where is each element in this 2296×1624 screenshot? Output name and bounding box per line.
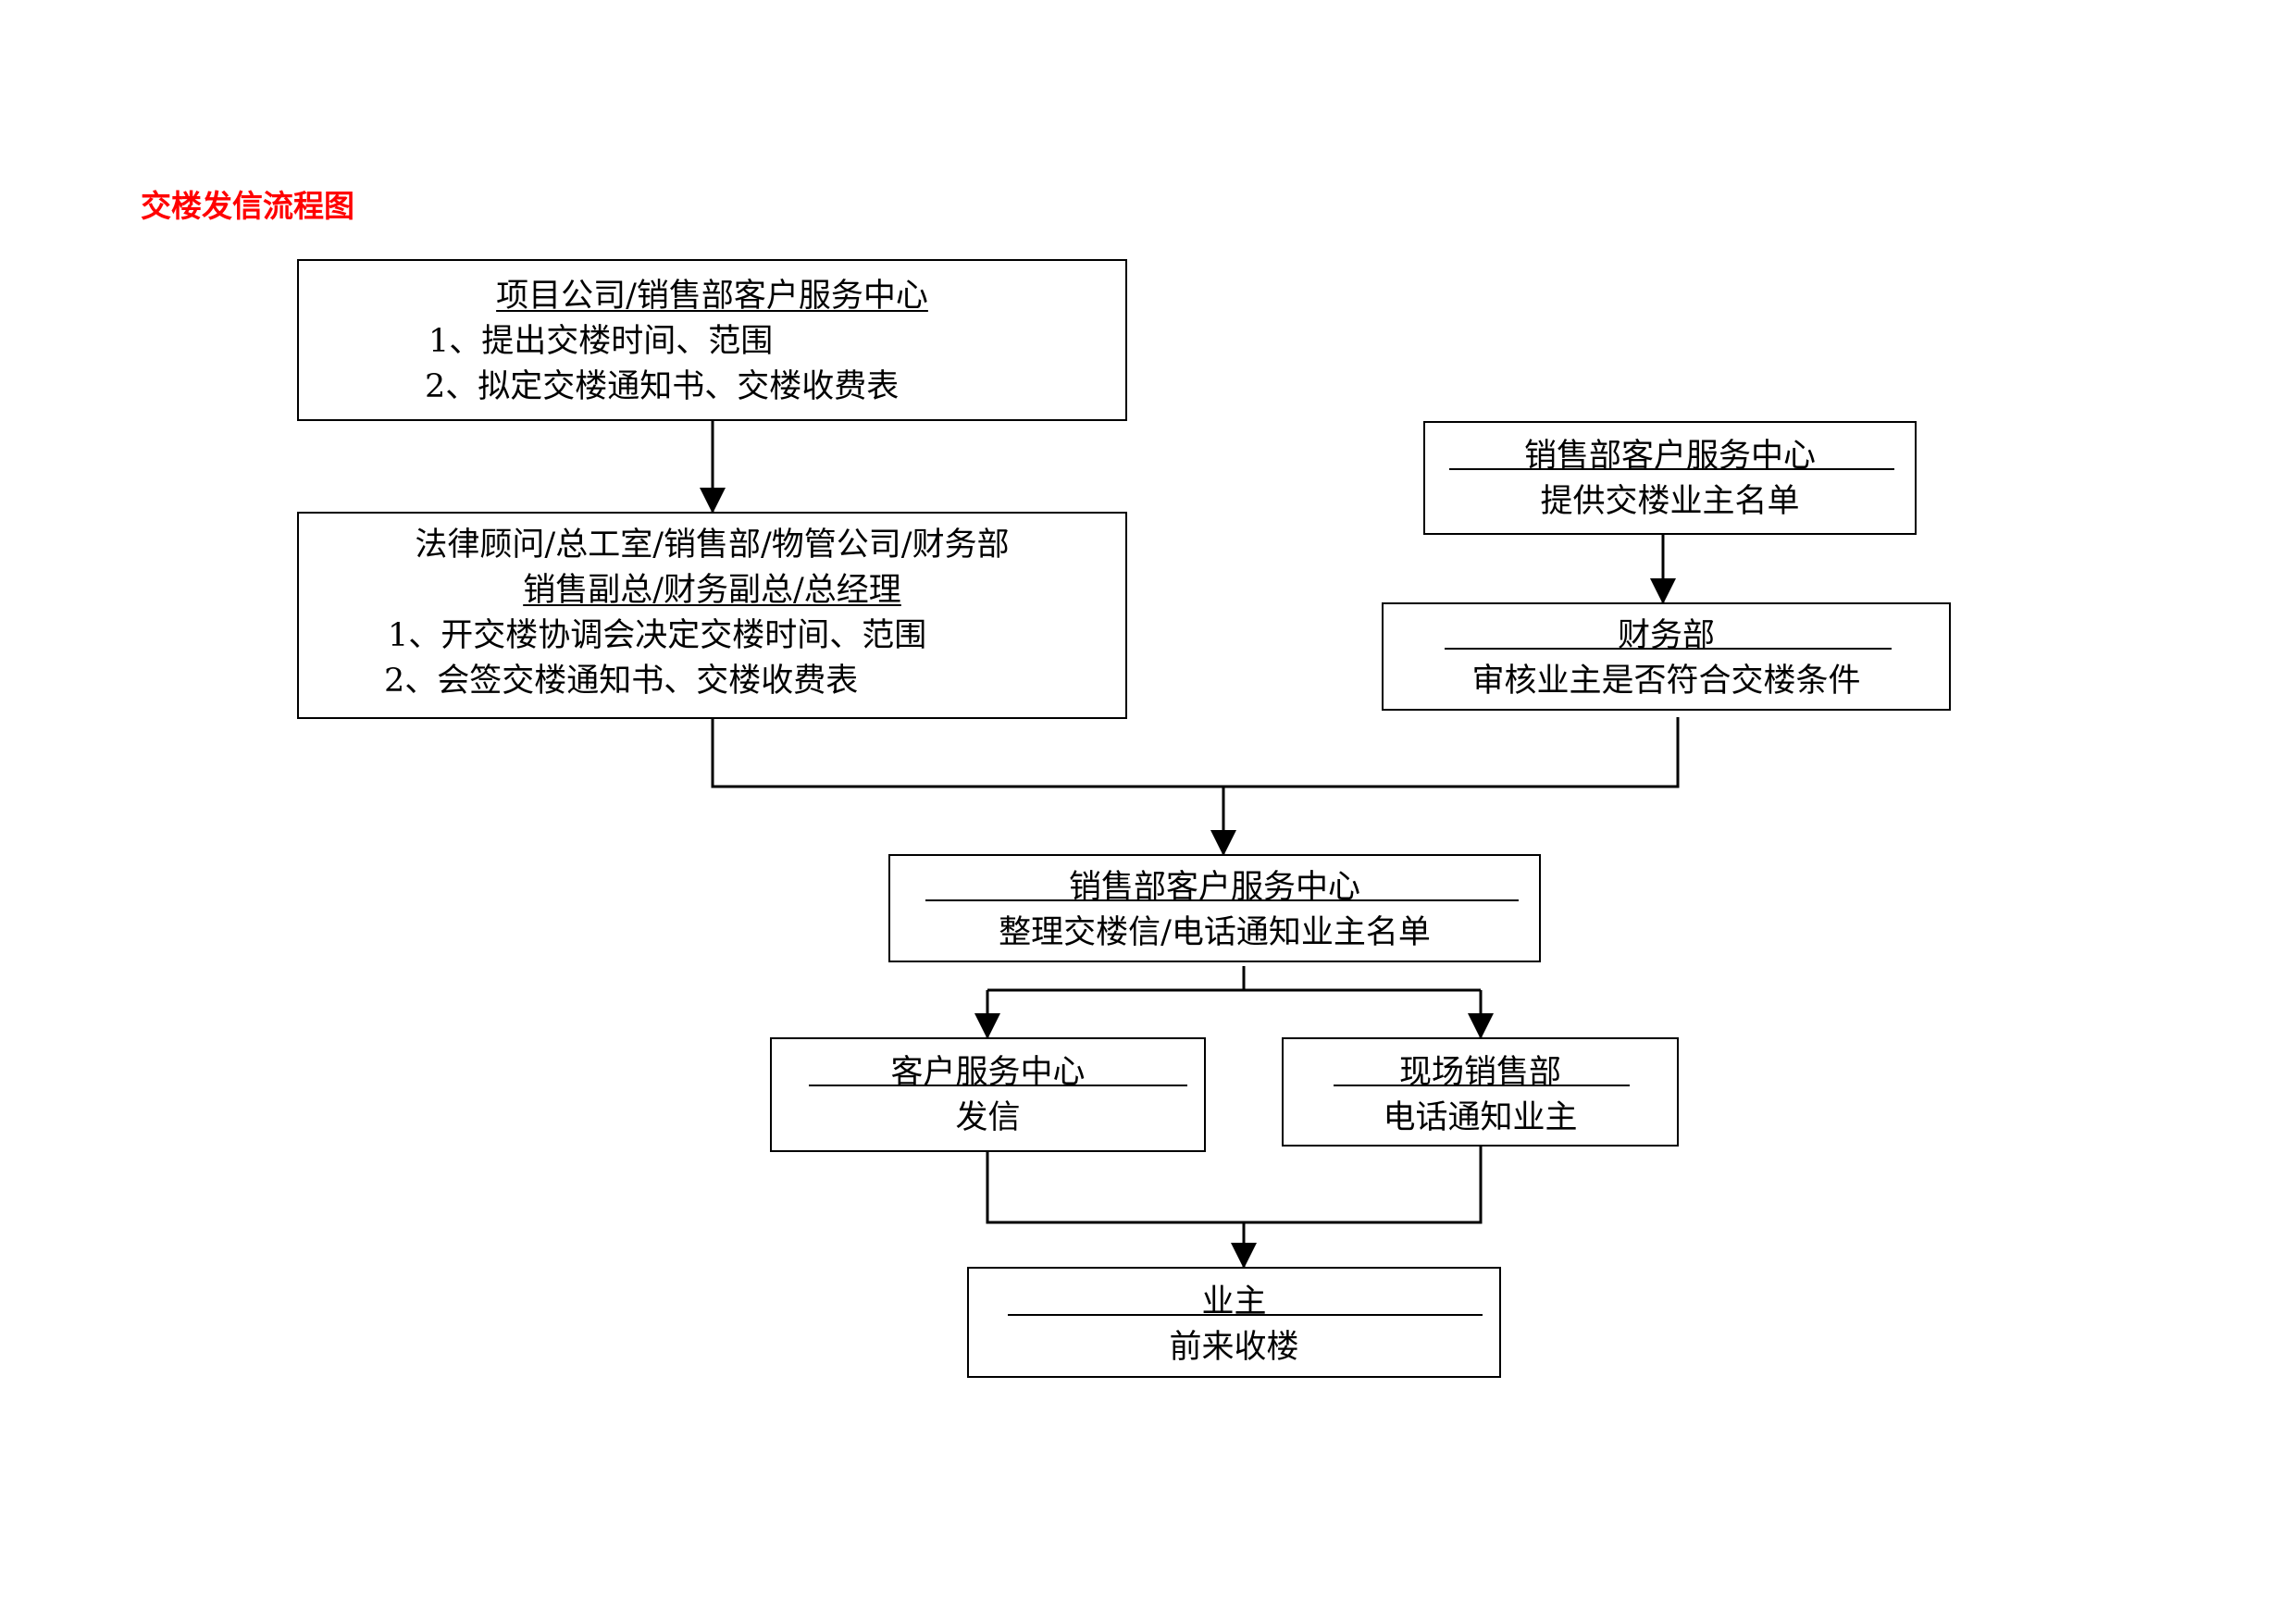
project-company-item-2: 2、拟定交楼通知书、交楼收费表 xyxy=(425,368,900,405)
sales-cs-list-box: 销售部客户服务中心 提供交楼业主名单 xyxy=(1423,421,1917,535)
owner-header: 业主 xyxy=(1201,1283,1267,1320)
project-company-item-1: 1、提出交楼时间、范围 xyxy=(428,323,774,360)
page-title: 交楼发信流程图 xyxy=(141,188,354,224)
cs-center-box: 客户服务中心 发信 xyxy=(770,1037,1206,1152)
finance-rule xyxy=(1445,648,1892,650)
sales-cs-letter-header: 销售部客户服务中心 xyxy=(1068,869,1360,906)
cs-center-rule xyxy=(809,1085,1187,1086)
legal-group-subheader: 销售副总/财务副总/总经理 xyxy=(523,572,901,609)
project-company-header: 项目公司/销售部客户服务中心 xyxy=(496,278,928,315)
finance-action: 审核业主是否符合交楼条件 xyxy=(1471,663,1861,700)
sales-cs-letter-rule xyxy=(925,899,1519,901)
onsite-sales-box: 现场销售部 电话通知业主 xyxy=(1282,1037,1679,1147)
legal-group-header: 法律顾问/总工室/销售部/物管公司/财务部 xyxy=(415,527,1010,564)
onsite-sales-header: 现场销售部 xyxy=(1398,1054,1561,1091)
onsite-sales-rule xyxy=(1334,1085,1630,1086)
finance-header: 财务部 xyxy=(1617,617,1715,654)
project-company-box: 项目公司/销售部客户服务中心 1、提出交楼时间、范围 2、拟定交楼通知书、交楼收… xyxy=(297,259,1127,421)
legal-group-item-1: 1、开交楼协调会决定交楼时间、范围 xyxy=(388,617,927,654)
finance-box: 财务部 审核业主是否符合交楼条件 xyxy=(1382,602,1951,711)
owner-box: 业主 前来收楼 xyxy=(967,1267,1501,1378)
owner-action: 前来收楼 xyxy=(1169,1329,1299,1366)
merge-line-lower xyxy=(986,1147,1483,1224)
legal-group-box: 法律顾问/总工室/销售部/物管公司/财务部 销售副总/财务副总/总经理 1、开交… xyxy=(297,512,1127,719)
sales-cs-list-rule xyxy=(1449,468,1894,470)
cs-center-header: 客户服务中心 xyxy=(890,1054,1086,1091)
split-line xyxy=(987,966,1481,992)
sales-cs-letter-action: 整理交楼信/电话通知业主名单 xyxy=(999,914,1431,951)
onsite-sales-action: 电话通知业主 xyxy=(1383,1099,1578,1136)
owner-rule xyxy=(1008,1314,1483,1316)
sales-cs-list-header: 销售部客户服务中心 xyxy=(1523,438,1816,475)
cs-center-action: 发信 xyxy=(955,1099,1021,1136)
legal-group-item-2: 2、会签交楼通知书、交楼收费表 xyxy=(384,663,859,700)
sales-cs-list-action: 提供交楼业主名单 xyxy=(1540,483,1800,520)
merge-line-upper xyxy=(711,717,1680,788)
sales-cs-letter-box: 销售部客户服务中心 整理交楼信/电话通知业主名单 xyxy=(888,854,1541,962)
